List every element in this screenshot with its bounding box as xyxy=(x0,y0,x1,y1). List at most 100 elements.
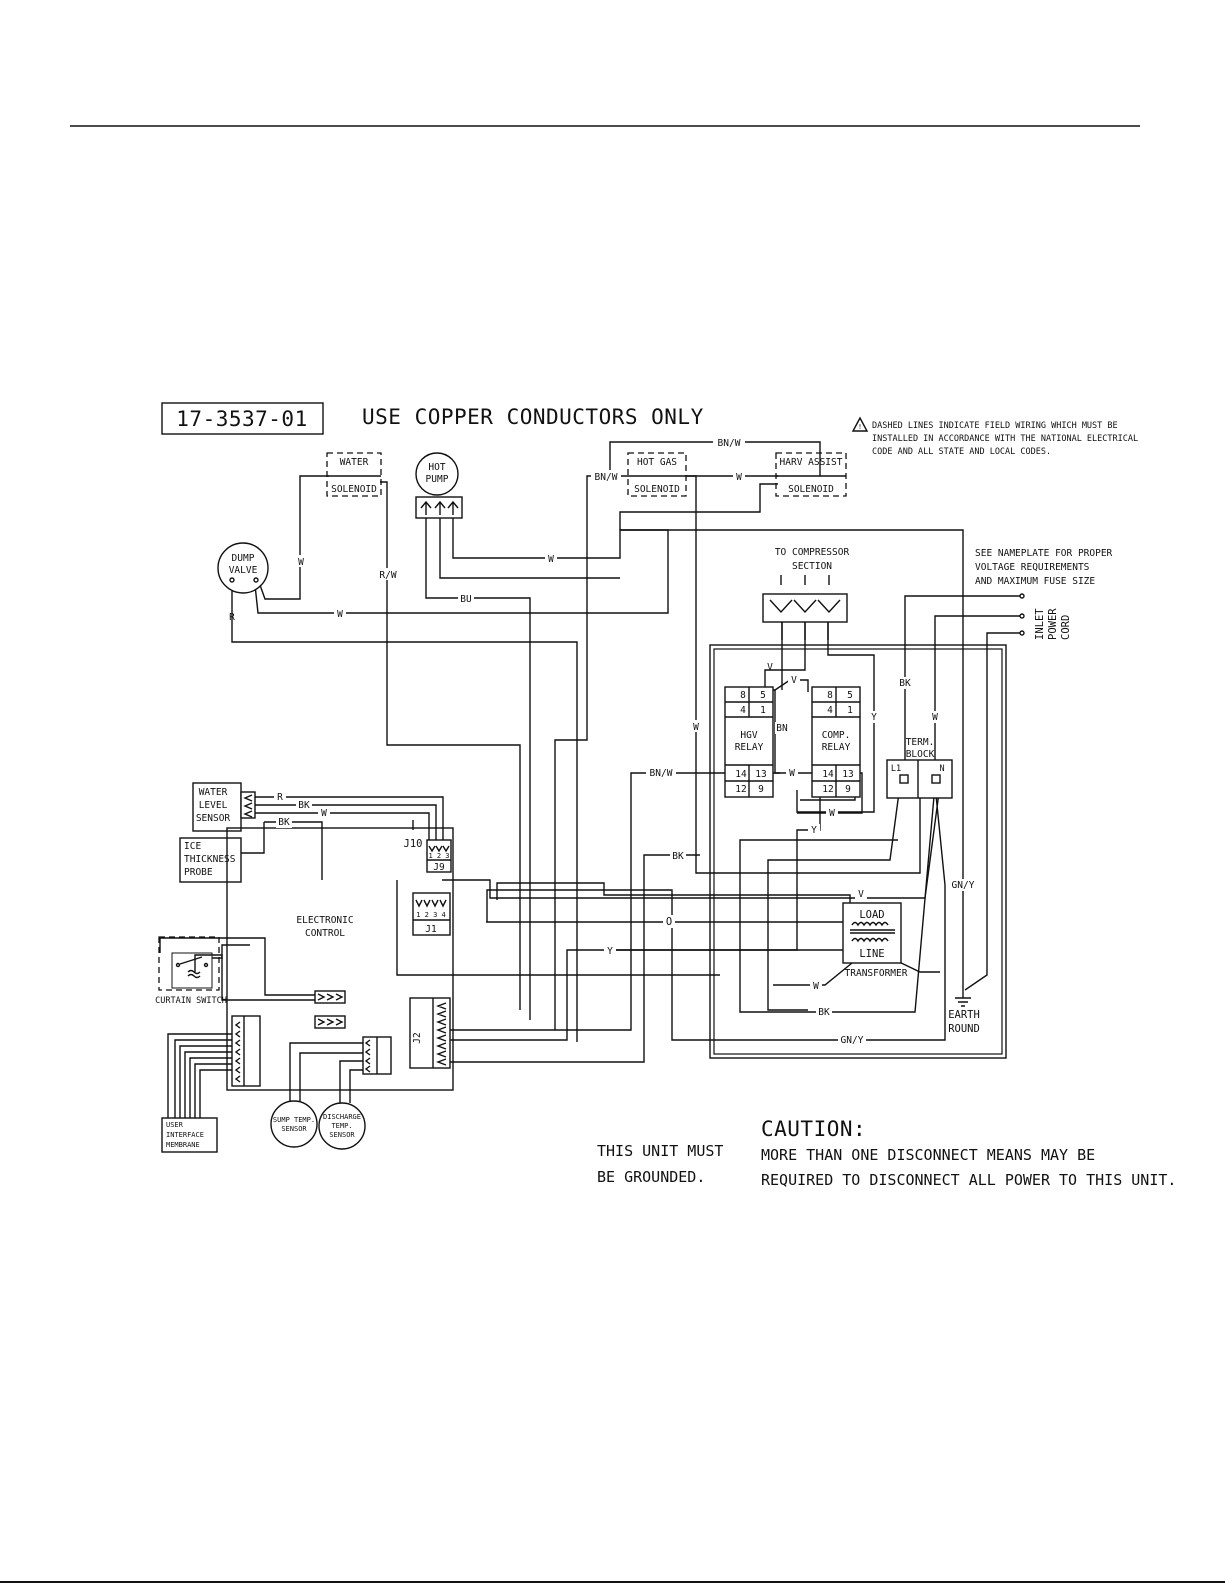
wire-label-y-comp: Y xyxy=(871,712,877,723)
ice-thickness-probe: ICE THICKNESS PROBE xyxy=(179,837,242,883)
hot-gas-solenoid: HOT GAS SOLENOID xyxy=(627,452,687,497)
water-solenoid: WATER SOLENOID xyxy=(326,452,382,497)
wls-label-2: LEVEL xyxy=(199,800,228,811)
ground-note-1: THIS UNIT MUST xyxy=(597,1142,723,1160)
earth-ground-label-2: ROUND xyxy=(948,1023,980,1035)
wire-label-w-line: W xyxy=(813,981,819,992)
j1-label: J1 xyxy=(425,924,437,935)
term-block-label-2: BLOCK xyxy=(906,749,935,760)
j1-pins: 1 2 3 4 xyxy=(416,911,446,919)
wire-label-gny-bottom: GN/Y xyxy=(841,1035,864,1046)
curtain-switch: CURTAIN SWITCH xyxy=(155,936,227,1006)
caution-title: CAUTION: xyxy=(761,1117,866,1141)
dashed-note-line-1: DASHED LINES INDICATE FIELD WIRING WHICH… xyxy=(872,421,1118,431)
wire-label-w-tb: W xyxy=(829,808,835,819)
hgv-t1: 1 xyxy=(760,705,766,716)
wire-label-bk-itp: BK xyxy=(278,817,290,828)
sump-label-2: SENSOR xyxy=(281,1125,307,1133)
drawing-number-box xyxy=(161,402,324,435)
wire-label-gny-right: GN/Y xyxy=(952,880,975,891)
hgv-t8: 8 xyxy=(740,690,746,701)
hot-gas-label-1: HOT GAS xyxy=(637,457,677,468)
j2-label: J2 xyxy=(412,1032,423,1043)
water-solenoid-label-2: SOLENOID xyxy=(331,484,377,495)
wire-label-bu: BU xyxy=(460,594,472,605)
wire-label-v-2: V xyxy=(791,675,797,686)
wire-label-w-mid: W xyxy=(736,472,742,483)
compressor-ticks xyxy=(780,575,830,585)
j9-pins: 1 2 3 xyxy=(428,852,449,860)
harv-assist-label-2: SOLENOID xyxy=(788,484,834,495)
hgv-t13: 13 xyxy=(755,769,766,780)
wire-label-rw: R/W xyxy=(379,570,396,581)
hgv-relay-label-1: HGV xyxy=(740,730,757,741)
dashed-note-line-3: CODE AND ALL STATE AND LOCAL CODES. xyxy=(872,447,1051,457)
wire-label-w-wls: W xyxy=(321,808,327,819)
wire-label-w-relay: W xyxy=(789,768,795,779)
comp-relay-label-2: RELAY xyxy=(822,742,851,753)
control-box-inner xyxy=(713,648,1003,1055)
transformer: LOAD LINE TRANSFORMER xyxy=(842,902,908,979)
wire-label-v-load: V xyxy=(858,889,864,900)
wire-label-bnw-top: BN/W xyxy=(718,438,741,449)
itp-label-2: THICKNESS xyxy=(184,854,236,865)
hgv-t14: 14 xyxy=(735,769,747,780)
wire-label-bk-wls: BK xyxy=(298,800,310,811)
drawing-number: 17-3537-01 xyxy=(176,407,307,431)
discharge-label-1: DISCHARGE xyxy=(323,1113,361,1121)
caution-line-1: MORE THAN ONE DISCONNECT MEANS MAY BE xyxy=(761,1146,1095,1164)
ec-label-2: CONTROL xyxy=(305,928,345,939)
wire-label-bk-ctrl: BK xyxy=(672,851,684,862)
j10-label: J10 xyxy=(404,838,423,850)
harv-assist-solenoid: HARV ASSIST SOLENOID xyxy=(775,452,847,497)
hot-pump: HOT PUMP xyxy=(415,452,463,519)
wls-label-3: SENSOR xyxy=(196,813,231,824)
comp-t1: 1 xyxy=(847,705,853,716)
wire-label-o: O xyxy=(666,916,672,928)
warning-icon-mark: ! xyxy=(858,423,862,431)
comp-t14: 14 xyxy=(822,769,834,780)
nameplate-note-3: AND MAXIMUM FUSE SIZE xyxy=(975,576,1095,587)
compressor-label-1: TO COMPRESSOR xyxy=(775,547,850,558)
ground-note-2: BE GROUNDED. xyxy=(597,1168,705,1186)
term-l1: L1 xyxy=(891,764,901,774)
earth-ground: EARTH ROUND xyxy=(948,997,980,1035)
transformer-label: TRANSFORMER xyxy=(845,968,908,979)
earth-ground-label-1: EARTH xyxy=(948,1009,980,1021)
comp-t13: 13 xyxy=(842,769,853,780)
dump-valve-label-2: VALVE xyxy=(229,565,258,576)
inlet-cord-label-3: CORD xyxy=(1060,615,1072,640)
wire-label-bnw-relay: BN/W xyxy=(650,768,673,779)
term-block-label-1: TERM. xyxy=(906,737,935,748)
wire-label-bnw-left: BN/W xyxy=(595,472,618,483)
nameplate-note-2: VOLTAGE REQUIREMENTS xyxy=(975,562,1090,573)
wire-label-w-pump: W xyxy=(548,554,554,565)
compressor-label-2: SECTION xyxy=(792,561,832,572)
itp-label-1: ICE xyxy=(184,841,201,852)
comp-t8: 8 xyxy=(827,690,833,701)
discharge-temp-sensor: DISCHARGE TEMP. SENSOR xyxy=(318,1102,366,1150)
dump-valve-label-1: DUMP xyxy=(232,553,255,564)
harv-assist-label-1: HARV ASSIST xyxy=(780,457,843,468)
wire-label-r-wls: R xyxy=(277,792,283,803)
inlet-cord-label-2: POWER xyxy=(1047,608,1059,640)
inlet-power-cord: INLET POWER CORD xyxy=(1019,593,1072,640)
hgv-t4: 4 xyxy=(740,705,746,716)
warning-icon xyxy=(851,416,869,432)
comp-t5: 5 xyxy=(847,690,853,701)
wire-label-y-tb: Y xyxy=(811,825,817,836)
wire-label-r-dump: R xyxy=(229,612,235,623)
inlet-cord-label-1: INLET xyxy=(1034,608,1046,640)
hot-gas-label-2: SOLENOID xyxy=(634,484,680,495)
user-interface-membrane: USER INTERFACE MEMBRANE xyxy=(161,1117,218,1153)
wire-label-bn: BN xyxy=(776,723,788,734)
discharge-label-3: SENSOR xyxy=(329,1131,355,1139)
water-solenoid-label-1: WATER xyxy=(340,457,369,468)
ui-label-2: INTERFACE xyxy=(166,1131,204,1139)
discharge-label-2: TEMP. xyxy=(331,1122,352,1130)
wire-label-w-hg: W xyxy=(693,722,699,733)
wire-label-w-inlet: W xyxy=(932,712,938,723)
comp-t4: 4 xyxy=(827,705,833,716)
hgv-t12: 12 xyxy=(735,784,746,795)
